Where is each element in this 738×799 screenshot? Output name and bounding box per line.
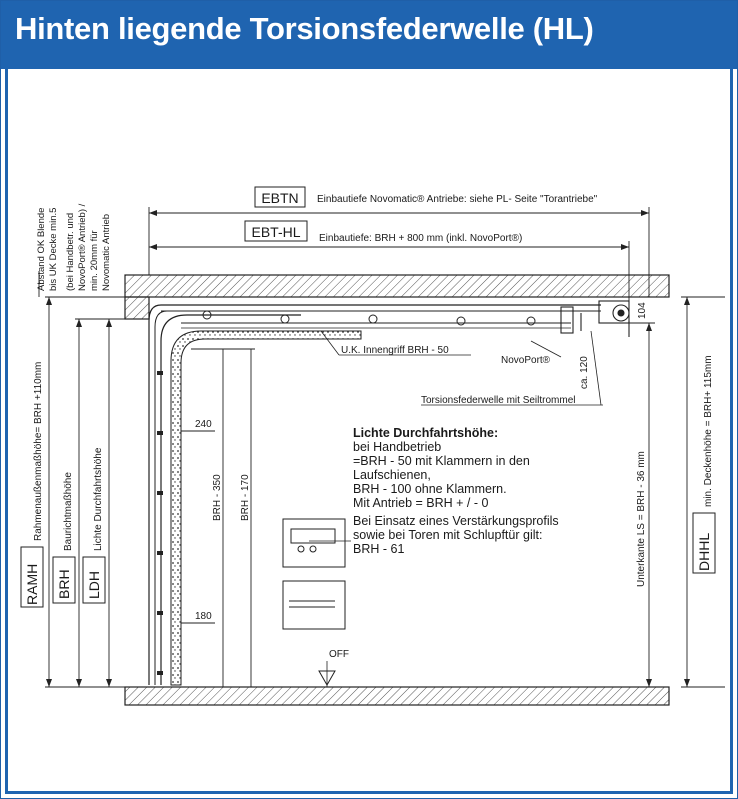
brh-text: Baurichtmaßhöhe [63, 472, 74, 551]
ca120-label: ca. 120 [579, 356, 590, 389]
left-note-6: Novomatic Antrieb [101, 214, 112, 291]
left-note-1: Abstand OK Blende [36, 208, 47, 291]
ebtn-box-label: EBTN [261, 190, 298, 206]
ebthl-note: Einbautiefe: BRH + 800 mm (inkl. NovoPor… [319, 233, 522, 244]
vertical-track [160, 314, 301, 685]
callout-leaders [309, 330, 603, 687]
clearance-line-5: Mit Antrieb = BRH + / - 0 [353, 496, 489, 510]
ramh-box [20, 546, 44, 608]
left-note-5: min. 20mm für [89, 230, 100, 291]
horizontal-track [148, 304, 601, 685]
novoport-callout: NovoPort® [501, 355, 551, 366]
brh350-label: BRH - 350 [212, 474, 223, 521]
profile-line-2: sowie bei Toren mit Schlupftür gilt: [353, 528, 542, 542]
ebtn-note: Einbautiefe Novomatic® Antriebe: siehe P… [317, 194, 598, 205]
left-note-3: (bei Handbetr. und [65, 213, 76, 291]
dimension-arrows [46, 210, 690, 687]
deckenhoehe-label: min. Deckenhöhe = BRH+ 115mm [703, 355, 714, 507]
dimension-lines [38, 207, 725, 688]
ldh-text: Lichte Durchfahrtshöhe [93, 447, 104, 551]
brh-box [52, 556, 76, 604]
left-note-4: NovoPort® Antrieb) / [77, 203, 88, 291]
profile-line-1: Bei Einsatz eines Verstärkungsprofils [353, 514, 559, 528]
brh-box-label: BRH [56, 569, 72, 599]
ramh-text: Rahmenaußenmaßhöhe= BRH +110mm [33, 362, 44, 541]
ebthl-box [244, 220, 308, 242]
ramh-box-label: RAMH [24, 564, 40, 605]
dhhl-box-label: DHHL [696, 533, 712, 571]
clearance-heading: Lichte Durchfahrtshöhe: [353, 426, 498, 440]
dim-240: 240 [195, 419, 212, 430]
ldh-box [82, 556, 106, 604]
brh170-label: BRH - 170 [240, 474, 251, 521]
detail-box-bottom [282, 580, 346, 630]
lintel [124, 296, 150, 320]
off-label: OFF [329, 649, 349, 660]
ebtn-box [254, 186, 306, 208]
profile-line-3: BRH - 61 [353, 542, 404, 556]
dhhl-box [692, 512, 716, 574]
clearance-line-1: bei Handbetrieb [353, 440, 441, 454]
track-fixings [157, 371, 163, 675]
ceiling-slab [124, 274, 670, 298]
floor-slab [124, 686, 670, 706]
page-title: Hinten liegende Torsionsfederwelle (HL) [15, 11, 594, 46]
clearance-line-4: BRH - 100 ohne Klammern. [353, 482, 507, 496]
door-panel-curve [170, 330, 362, 686]
innengriff-callout: U.K. Innengriff BRH - 50 [341, 345, 449, 356]
rail-fixings [202, 310, 536, 326]
left-notes: Abstand OK Blende bis UK Decke min.5 (be… [36, 203, 112, 291]
unterkante-label: Unterkante LS = BRH - 36 mm [636, 451, 647, 587]
torsion-spring-assembly [560, 300, 630, 337]
dim-180: 180 [195, 611, 212, 622]
clearance-line-2: =BRH - 50 mit Klammern in den [353, 454, 530, 468]
floor-marker [318, 670, 336, 687]
title-bar: Hinten liegende Torsionsfederwelle (HL) [1, 1, 737, 69]
detail-box-top [282, 518, 346, 568]
torsion-callout: Torsionsfederwelle mit Seiltrommel [421, 395, 576, 406]
ldh-box-label: LDH [86, 571, 102, 599]
d104-label: 104 [637, 302, 648, 319]
ebthl-box-label: EBT-HL [251, 224, 300, 240]
clearance-line-3: Laufschienen, [353, 468, 431, 482]
left-note-2: bis UK Decke min.5 [48, 208, 59, 291]
drawing-border [5, 69, 733, 794]
